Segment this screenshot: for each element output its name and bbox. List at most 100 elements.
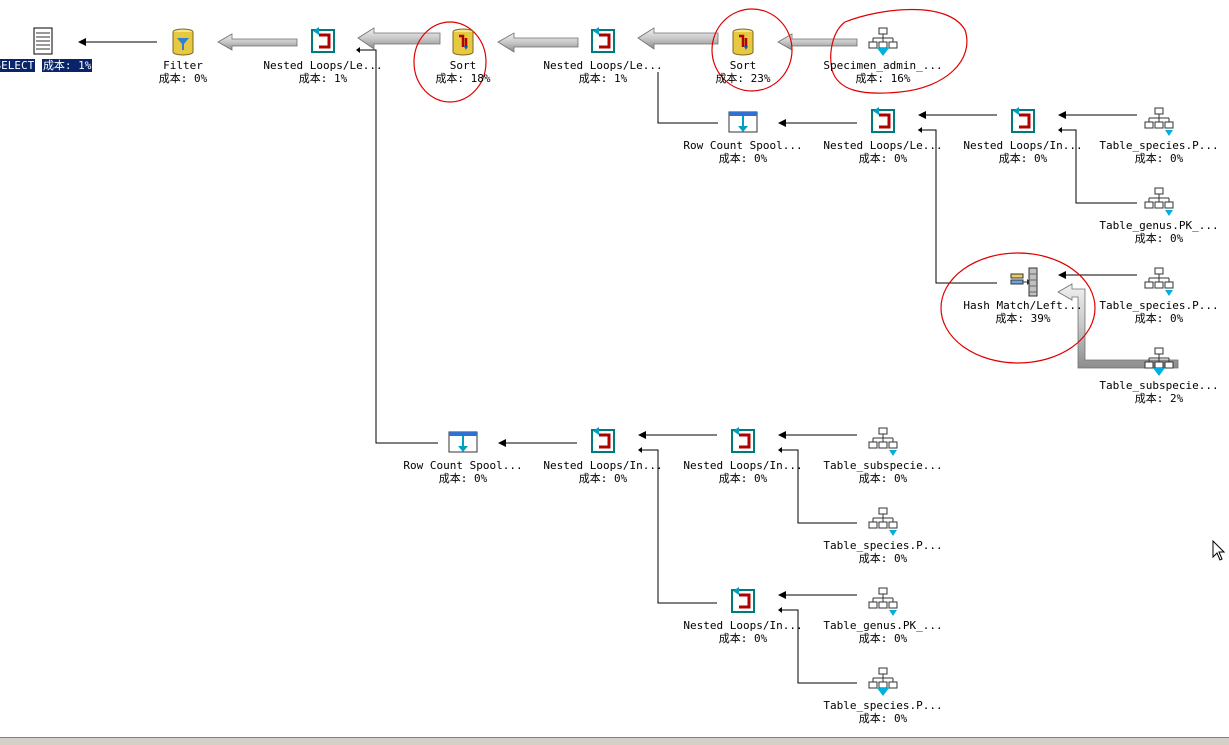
node-name: Table_species.P...	[1099, 139, 1219, 152]
node-cost: 成本: 0%	[578, 472, 628, 485]
node-name: Nested Loops/Le...	[543, 59, 663, 72]
annotation-circle	[413, 21, 487, 103]
plan-node-nested-loops[interactable]: Nested Loops/Le... 成本: 1%	[253, 26, 393, 85]
node-cost: 成本: 39%	[995, 312, 1051, 325]
thick-arrow	[357, 27, 441, 50]
index-scan-icon	[868, 27, 898, 57]
plan-node-nested-loops[interactable]: Nested Loops/In... 成本: 0%	[953, 106, 1093, 165]
node-cost: 成本: 0%	[858, 632, 908, 645]
node-cost: 成本: 16%	[855, 72, 911, 85]
nested-loops-icon	[870, 106, 896, 134]
plan-node-index-seek[interactable]: Table_species.P... 成本: 0%	[1089, 266, 1229, 325]
plan-node-index-seek[interactable]: Table_species.P... 成本: 0%	[1089, 106, 1229, 165]
plan-node-index-scan[interactable]: Specimen_admin_... 成本: 16%	[813, 26, 953, 85]
thick-arrow	[637, 27, 719, 50]
plan-node-index-seek[interactable]: Table_species.P... 成本: 0%	[813, 506, 953, 565]
plan-node-nested-loops[interactable]: Nested Loops/Le... 成本: 0%	[813, 106, 953, 165]
thick-arrow	[497, 32, 579, 53]
node-name: Nested Loops/Le...	[263, 59, 383, 72]
spool-icon	[448, 431, 478, 453]
node-name: Nested Loops/Le...	[823, 139, 943, 152]
index-seek-icon	[868, 587, 898, 617]
node-cost: 成本: 0%	[718, 632, 768, 645]
horizontal-scrollbar[interactable]	[0, 737, 1229, 745]
plan-node-sort[interactable]: Sort 成本: 18%	[393, 26, 533, 85]
index-seek-icon	[1144, 107, 1174, 137]
node-name: Filter	[163, 59, 203, 72]
node-cost: 成本: 1%	[578, 72, 628, 85]
nested-loops-icon	[310, 26, 336, 54]
thick-arrow	[1057, 283, 1179, 369]
index-scan-icon	[868, 667, 898, 697]
node-cost: 成本: 0%	[718, 472, 768, 485]
node-cost: 成本: 0%	[858, 152, 908, 165]
plan-node-sort[interactable]: Sort 成本: 23%	[673, 26, 813, 85]
plan-node-index-seek[interactable]: Table_genus.PK_... 成本: 0%	[813, 586, 953, 645]
hash-match-icon	[1010, 267, 1038, 297]
plan-node-select[interactable]: SELECT 成本: 1%	[0, 26, 113, 72]
annotation-circle	[940, 252, 1096, 364]
plan-node-nested-loops[interactable]: Nested Loops/In... 成本: 0%	[533, 426, 673, 485]
node-cost: 成本: 0%	[998, 152, 1048, 165]
plan-node-index-scan[interactable]: Table_subspecie... 成本: 2%	[1089, 346, 1229, 405]
index-seek-icon	[1144, 187, 1174, 217]
node-cost: 成本: 0%	[438, 472, 488, 485]
node-name: Row Count Spool...	[403, 459, 523, 472]
plan-node-hash-match[interactable]: Hash Match/Left... 成本: 39%	[953, 266, 1093, 325]
node-name: Sort	[729, 59, 757, 72]
plan-node-index-seek[interactable]: Table_genus.PK_... 成本: 0%	[1089, 186, 1229, 245]
mouse-cursor-icon	[1212, 540, 1226, 561]
plan-node-index-scan[interactable]: Table_species.P... 成本: 0%	[813, 666, 953, 725]
sort-icon	[731, 27, 755, 57]
node-cost: 成本: 18%	[435, 72, 491, 85]
node-cost: 成本: 0%	[1134, 232, 1184, 245]
node-name: Table_species.P...	[1099, 299, 1219, 312]
node-cost: 成本: 1%	[298, 72, 348, 85]
index-seek-icon	[868, 427, 898, 457]
filter-icon	[172, 28, 194, 56]
nested-loops-icon	[730, 586, 756, 614]
node-name: Nested Loops/In...	[543, 459, 663, 472]
nested-loops-icon	[590, 426, 616, 454]
node-cost: 成本: 0%	[858, 552, 908, 565]
node-name: Hash Match/Left...	[963, 299, 1083, 312]
index-seek-icon	[868, 507, 898, 537]
node-name: Table_subspecie...	[823, 459, 943, 472]
node-cost: 成本: 2%	[1134, 392, 1184, 405]
node-cost: 成本: 0%	[718, 152, 768, 165]
node-name: Specimen_admin_...	[823, 59, 943, 72]
index-seek-icon	[1144, 267, 1174, 297]
node-name: Nested Loops/In...	[683, 619, 803, 632]
plan-node-filter[interactable]: Filter 成本: 0%	[113, 26, 253, 85]
thick-arrow	[217, 33, 298, 51]
plan-node-nested-loops[interactable]: Nested Loops/In... 成本: 0%	[673, 426, 813, 485]
node-name: Table_species.P...	[823, 539, 943, 552]
nested-loops-icon	[730, 426, 756, 454]
node-name: Table_genus.PK_...	[823, 619, 943, 632]
node-name: Table_subspecie...	[1099, 379, 1219, 392]
annotation-circle	[711, 8, 793, 92]
node-cost: 成本: 0%	[858, 712, 908, 725]
node-cost: 成本: 0%	[858, 472, 908, 485]
annotation-circle	[830, 8, 968, 94]
plan-node-nested-loops[interactable]: Nested Loops/Le... 成本: 1%	[533, 26, 673, 85]
node-name: Sort	[449, 59, 477, 72]
node-cost: 成本: 1%	[41, 59, 93, 72]
node-name: Table_species.P...	[823, 699, 943, 712]
plan-node-row-count-spool[interactable]: Row Count Spool... 成本: 0%	[393, 426, 533, 485]
node-name: Row Count Spool...	[683, 139, 803, 152]
sort-icon	[451, 27, 475, 57]
node-name: Nested Loops/In...	[963, 139, 1083, 152]
node-name: Table_genus.PK_...	[1099, 219, 1219, 232]
node-name: SELECT	[0, 59, 36, 72]
plan-node-nested-loops[interactable]: Nested Loops/In... 成本: 0%	[673, 586, 813, 645]
nested-loops-icon	[1010, 106, 1036, 134]
node-cost: 成本: 0%	[1134, 312, 1184, 325]
node-cost: 成本: 23%	[715, 72, 771, 85]
node-cost: 成本: 0%	[1134, 152, 1184, 165]
nested-loops-icon	[590, 26, 616, 54]
plan-node-index-seek[interactable]: Table_subspecie... 成本: 0%	[813, 426, 953, 485]
select-icon	[33, 27, 53, 55]
plan-node-row-count-spool[interactable]: Row Count Spool... 成本: 0%	[673, 106, 813, 165]
